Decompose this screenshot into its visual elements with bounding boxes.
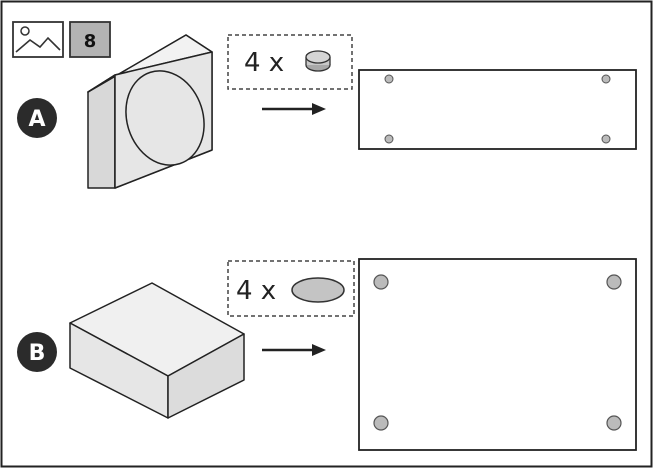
step-badge-b: B (17, 332, 57, 372)
round-foot-pad-icon (305, 50, 331, 72)
step-badge-label: B (29, 341, 46, 366)
quantity-callout-a: 4 x (227, 34, 353, 90)
step-badge-label: A (28, 107, 45, 132)
quantity-label: 4 x (244, 48, 284, 78)
step-badge-a: A (17, 98, 57, 138)
image-landscape-icon (12, 21, 64, 58)
mounting-panel-icon (358, 69, 637, 150)
box-with-circle-icon (87, 34, 213, 189)
arrow-right-icon (262, 103, 326, 115)
quantity-label: 4 x (236, 276, 276, 306)
flat-box-icon (69, 282, 245, 419)
quantity-callout-b: 4 x (227, 260, 355, 317)
dashed-callout-box (227, 34, 353, 90)
mounting-panel-icon (358, 258, 637, 451)
step-number: 8 (84, 31, 97, 52)
dashed-callout-box (227, 260, 355, 317)
arrow-right-icon (262, 344, 326, 356)
large-round-foot-pad-icon (291, 277, 345, 303)
step-number-box: 8 (69, 21, 111, 58)
